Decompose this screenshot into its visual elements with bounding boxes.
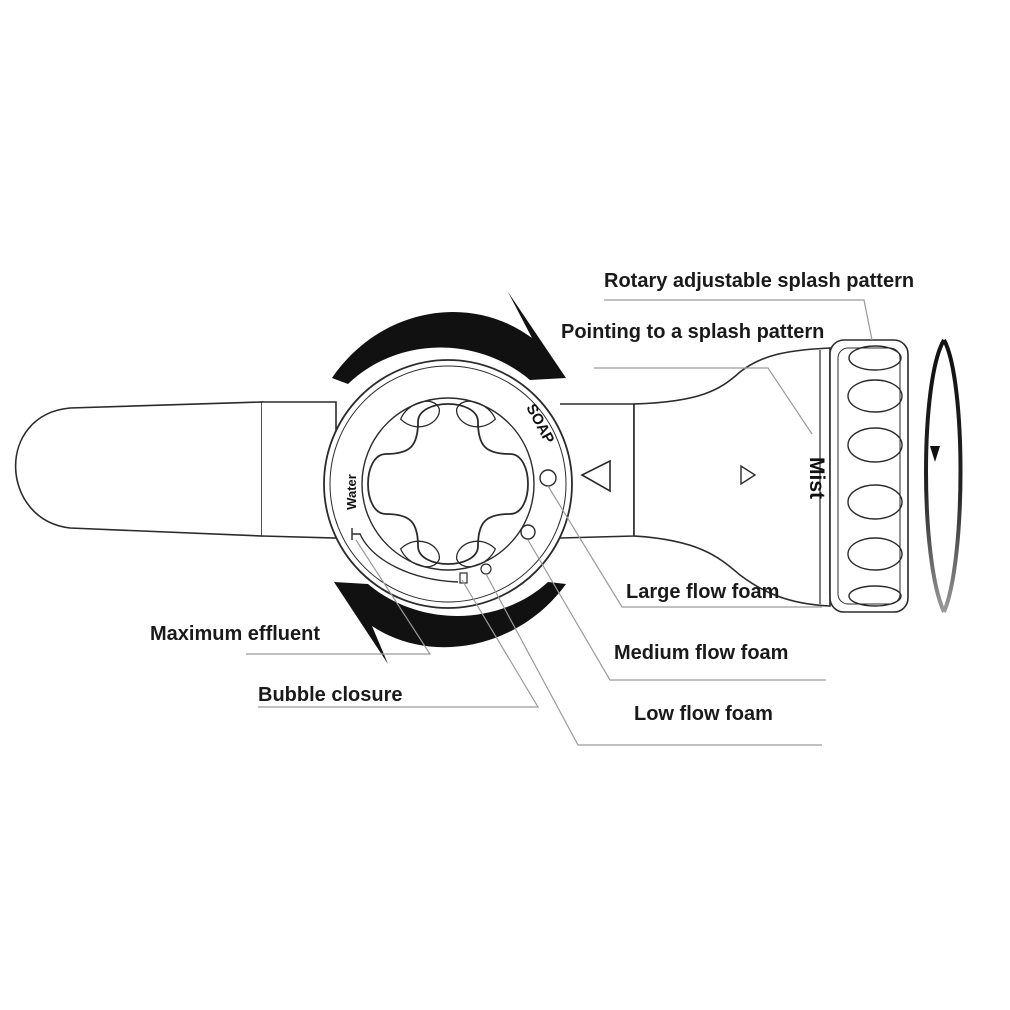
- nozzle-rotation-arrow: [924, 338, 963, 613]
- leader-pointing: [594, 367, 813, 435]
- callout-max-effluent: Maximum effluent: [150, 623, 320, 645]
- mist-label: Mist: [805, 457, 828, 499]
- callout-medium-flow: Medium flow foam: [614, 642, 788, 664]
- leader-bubble-closure: [258, 579, 540, 708]
- leader-max-effluent: [246, 539, 432, 655]
- low-flow-marker: [480, 563, 492, 575]
- spray-pattern-oval: [848, 345, 902, 371]
- callout-rotary-pattern: Rotary adjustable splash pattern: [604, 270, 914, 292]
- leader-rotary: [604, 299, 873, 341]
- nozzle-pointer-triangle: [580, 459, 611, 493]
- grip-petal: [399, 540, 440, 568]
- small-pointer-triangle: [740, 464, 757, 486]
- grip-petal: [399, 400, 440, 428]
- rotate-arrow-top: [332, 292, 566, 384]
- leader-low-flow: [485, 573, 822, 746]
- leader-large-flow: [547, 485, 822, 608]
- spray-pattern-oval: [848, 585, 902, 607]
- spray-pattern-oval: [847, 537, 903, 571]
- rotary-nozzle-head: [829, 339, 909, 613]
- large-flow-marker: [539, 469, 557, 487]
- dial-rotation-arrows: [332, 292, 566, 664]
- callout-large-flow: Large flow foam: [626, 581, 779, 603]
- medium-flow-marker: [520, 524, 536, 540]
- spray-pattern-oval: [847, 484, 903, 520]
- leader-lines: [246, 299, 873, 746]
- callout-pointing-pattern: Pointing to a splash pattern: [561, 321, 824, 343]
- selector-dial: SOAP Water: [323, 359, 573, 609]
- rotate-arrow-bottom: [334, 582, 566, 664]
- nozzle-neck: [633, 347, 831, 607]
- water-gauge-bracket: [352, 533, 459, 583]
- sprayer-body: [14, 347, 831, 607]
- water-label: Water: [344, 474, 359, 510]
- grip-petal: [456, 400, 497, 428]
- handle: [14, 401, 263, 537]
- callout-bubble-closure: Bubble closure: [258, 684, 402, 706]
- leader-medium-flow: [527, 539, 826, 681]
- dial-knob: [367, 403, 529, 565]
- spray-pattern-oval: [847, 427, 903, 463]
- grip-petal: [456, 540, 497, 568]
- callout-low-flow: Low flow foam: [634, 703, 773, 725]
- spray-pattern-oval: [847, 379, 903, 413]
